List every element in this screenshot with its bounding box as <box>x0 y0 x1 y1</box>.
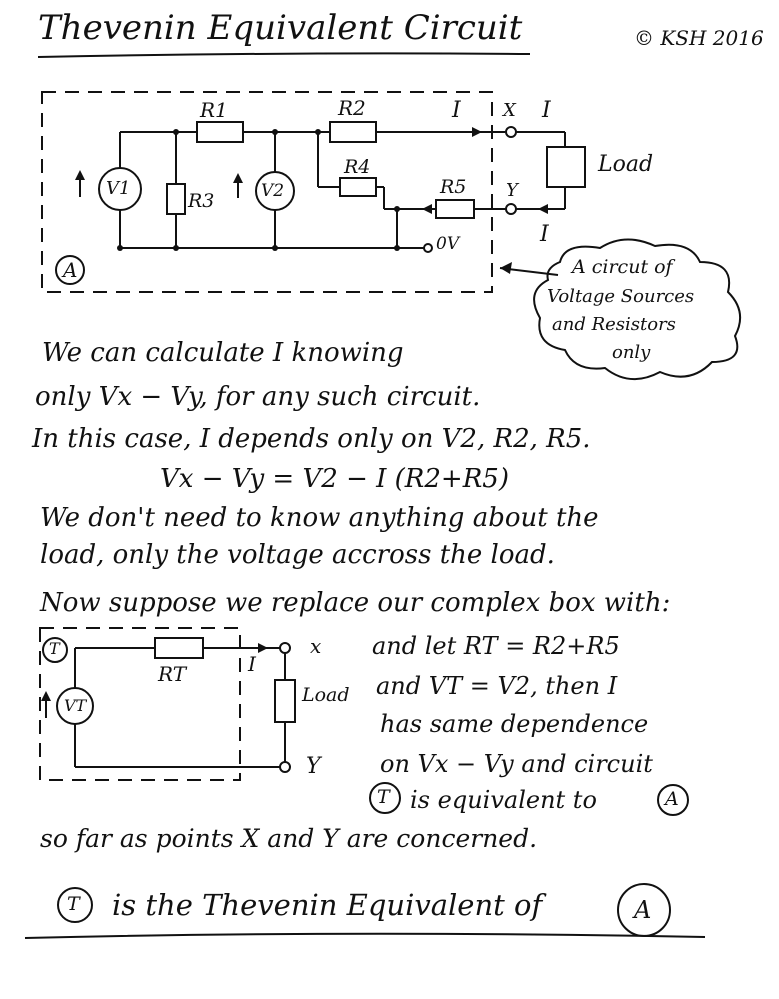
r4-resistor <box>339 177 377 197</box>
circuit-t-label-circle <box>42 637 68 663</box>
ground-label: 0V <box>436 234 460 254</box>
load-a <box>546 146 586 188</box>
text2-line-3: has same dependence <box>380 710 649 738</box>
r1-resistor <box>196 121 244 143</box>
rt-label: RT <box>158 662 187 686</box>
r5-label: R5 <box>440 176 467 198</box>
inline-t-circle <box>369 782 401 814</box>
node-y-label: Y <box>506 180 518 201</box>
current-i-label-t: I <box>248 652 256 676</box>
r3-label: R3 <box>188 190 215 212</box>
current-i-label-3: I <box>540 222 549 247</box>
circuit-a-label: A <box>63 258 78 282</box>
conclusion-a-circle <box>617 883 671 937</box>
text2-line-4: on Vx − Vy and circuit <box>380 750 653 778</box>
r1-label: R1 <box>200 98 228 122</box>
node-x-t <box>279 642 291 654</box>
conclusion-text: is the Thevenin Equivalent of <box>112 888 543 922</box>
node-y <box>505 203 517 215</box>
r5-resistor <box>435 199 475 219</box>
r4-label: R4 <box>344 156 371 178</box>
conclusion-a-label: A <box>634 896 652 924</box>
node-y-t-label: Y <box>306 754 321 779</box>
current-i-label-2: I <box>542 98 551 123</box>
r3-resistor <box>166 183 186 215</box>
inline-a-circle <box>657 784 689 816</box>
text-line-2: only Vx − Vy, for any such circuit. <box>35 382 481 412</box>
text2-line-2: and VT = V2, then I <box>376 672 618 700</box>
conclusion-t-circle <box>57 887 93 923</box>
text-line-1: We can calculate I knowing <box>42 338 404 368</box>
load-t <box>274 679 296 723</box>
conclusion-t-label: T <box>67 893 80 915</box>
vt-label: VT <box>64 696 87 715</box>
callout-line-2: Voltage Sources <box>547 286 695 307</box>
load-a-label: Load <box>598 152 654 177</box>
r2-resistor <box>329 121 377 143</box>
text3-line: so far as points X and Y are concerned. <box>40 824 538 853</box>
v1-label: V1 <box>106 178 131 199</box>
text-line-3: In this case, I depends only on V2, R2, … <box>32 424 591 454</box>
copyright: © KSH 2016 <box>634 26 764 50</box>
text-line-5: We don't need to know anything about the <box>40 503 599 533</box>
text2-line-1: and let RT = R2+R5 <box>372 632 620 660</box>
circuit-a-label-circle <box>55 255 85 285</box>
text2-line-5: is equivalent to <box>410 786 597 814</box>
node-x-label: X <box>503 100 516 121</box>
text-line-4: Vx − Vy = V2 − I (R2+R5) <box>160 464 509 494</box>
callout-line-1: A circut of <box>572 256 673 278</box>
node-x <box>505 126 517 138</box>
rt-resistor <box>154 637 204 659</box>
inline-t-label: T <box>377 786 390 808</box>
v2-label: V2 <box>261 181 285 201</box>
load-t-label: Load <box>302 684 350 706</box>
inline-a-label: A <box>665 788 679 810</box>
node-x-t-label: x <box>310 634 322 658</box>
text-line-6: load, only the voltage accross the load. <box>40 540 555 570</box>
callout-cloud <box>533 238 742 380</box>
text-line-7: Now suppose we replace our complex box w… <box>40 588 671 618</box>
callout-line-3: and Resistors <box>552 314 676 335</box>
circuit-t-label: T <box>49 639 60 658</box>
current-i-label-1: I <box>452 98 461 123</box>
node-y-t <box>279 761 291 773</box>
r2-label: R2 <box>338 96 366 120</box>
page-title: Thevenin Equivalent Circuit <box>38 8 523 48</box>
callout-line-4: only <box>612 342 651 363</box>
